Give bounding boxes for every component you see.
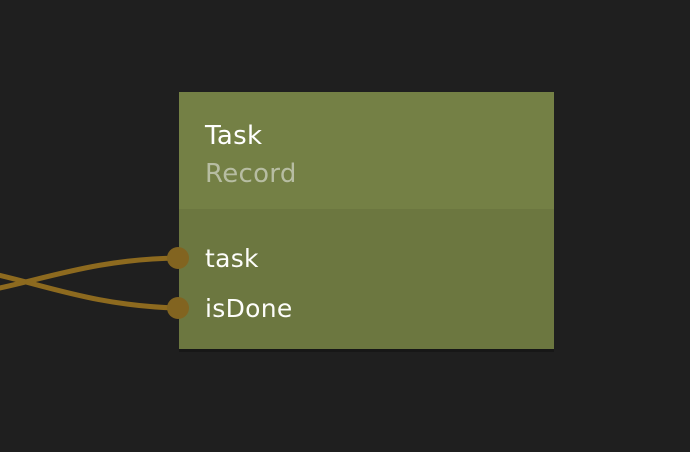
input-port-isdone[interactable] bbox=[167, 297, 189, 319]
node-task[interactable]: Task Record task isDone bbox=[179, 92, 554, 352]
field-row-isdone: isDone bbox=[179, 283, 554, 333]
input-port-task[interactable] bbox=[167, 247, 189, 269]
wire-to-isdone-port bbox=[0, 272, 181, 311]
node-header[interactable]: Task Record bbox=[179, 92, 554, 209]
field-row-task: task bbox=[179, 233, 554, 283]
node-title: Task bbox=[205, 121, 263, 151]
field-label-task: task bbox=[205, 243, 259, 273]
wire-to-task-port bbox=[0, 255, 181, 291]
node-body: task isDone bbox=[179, 209, 554, 349]
node-subtitle: Record bbox=[205, 159, 297, 189]
field-label-isdone: isDone bbox=[205, 293, 293, 323]
